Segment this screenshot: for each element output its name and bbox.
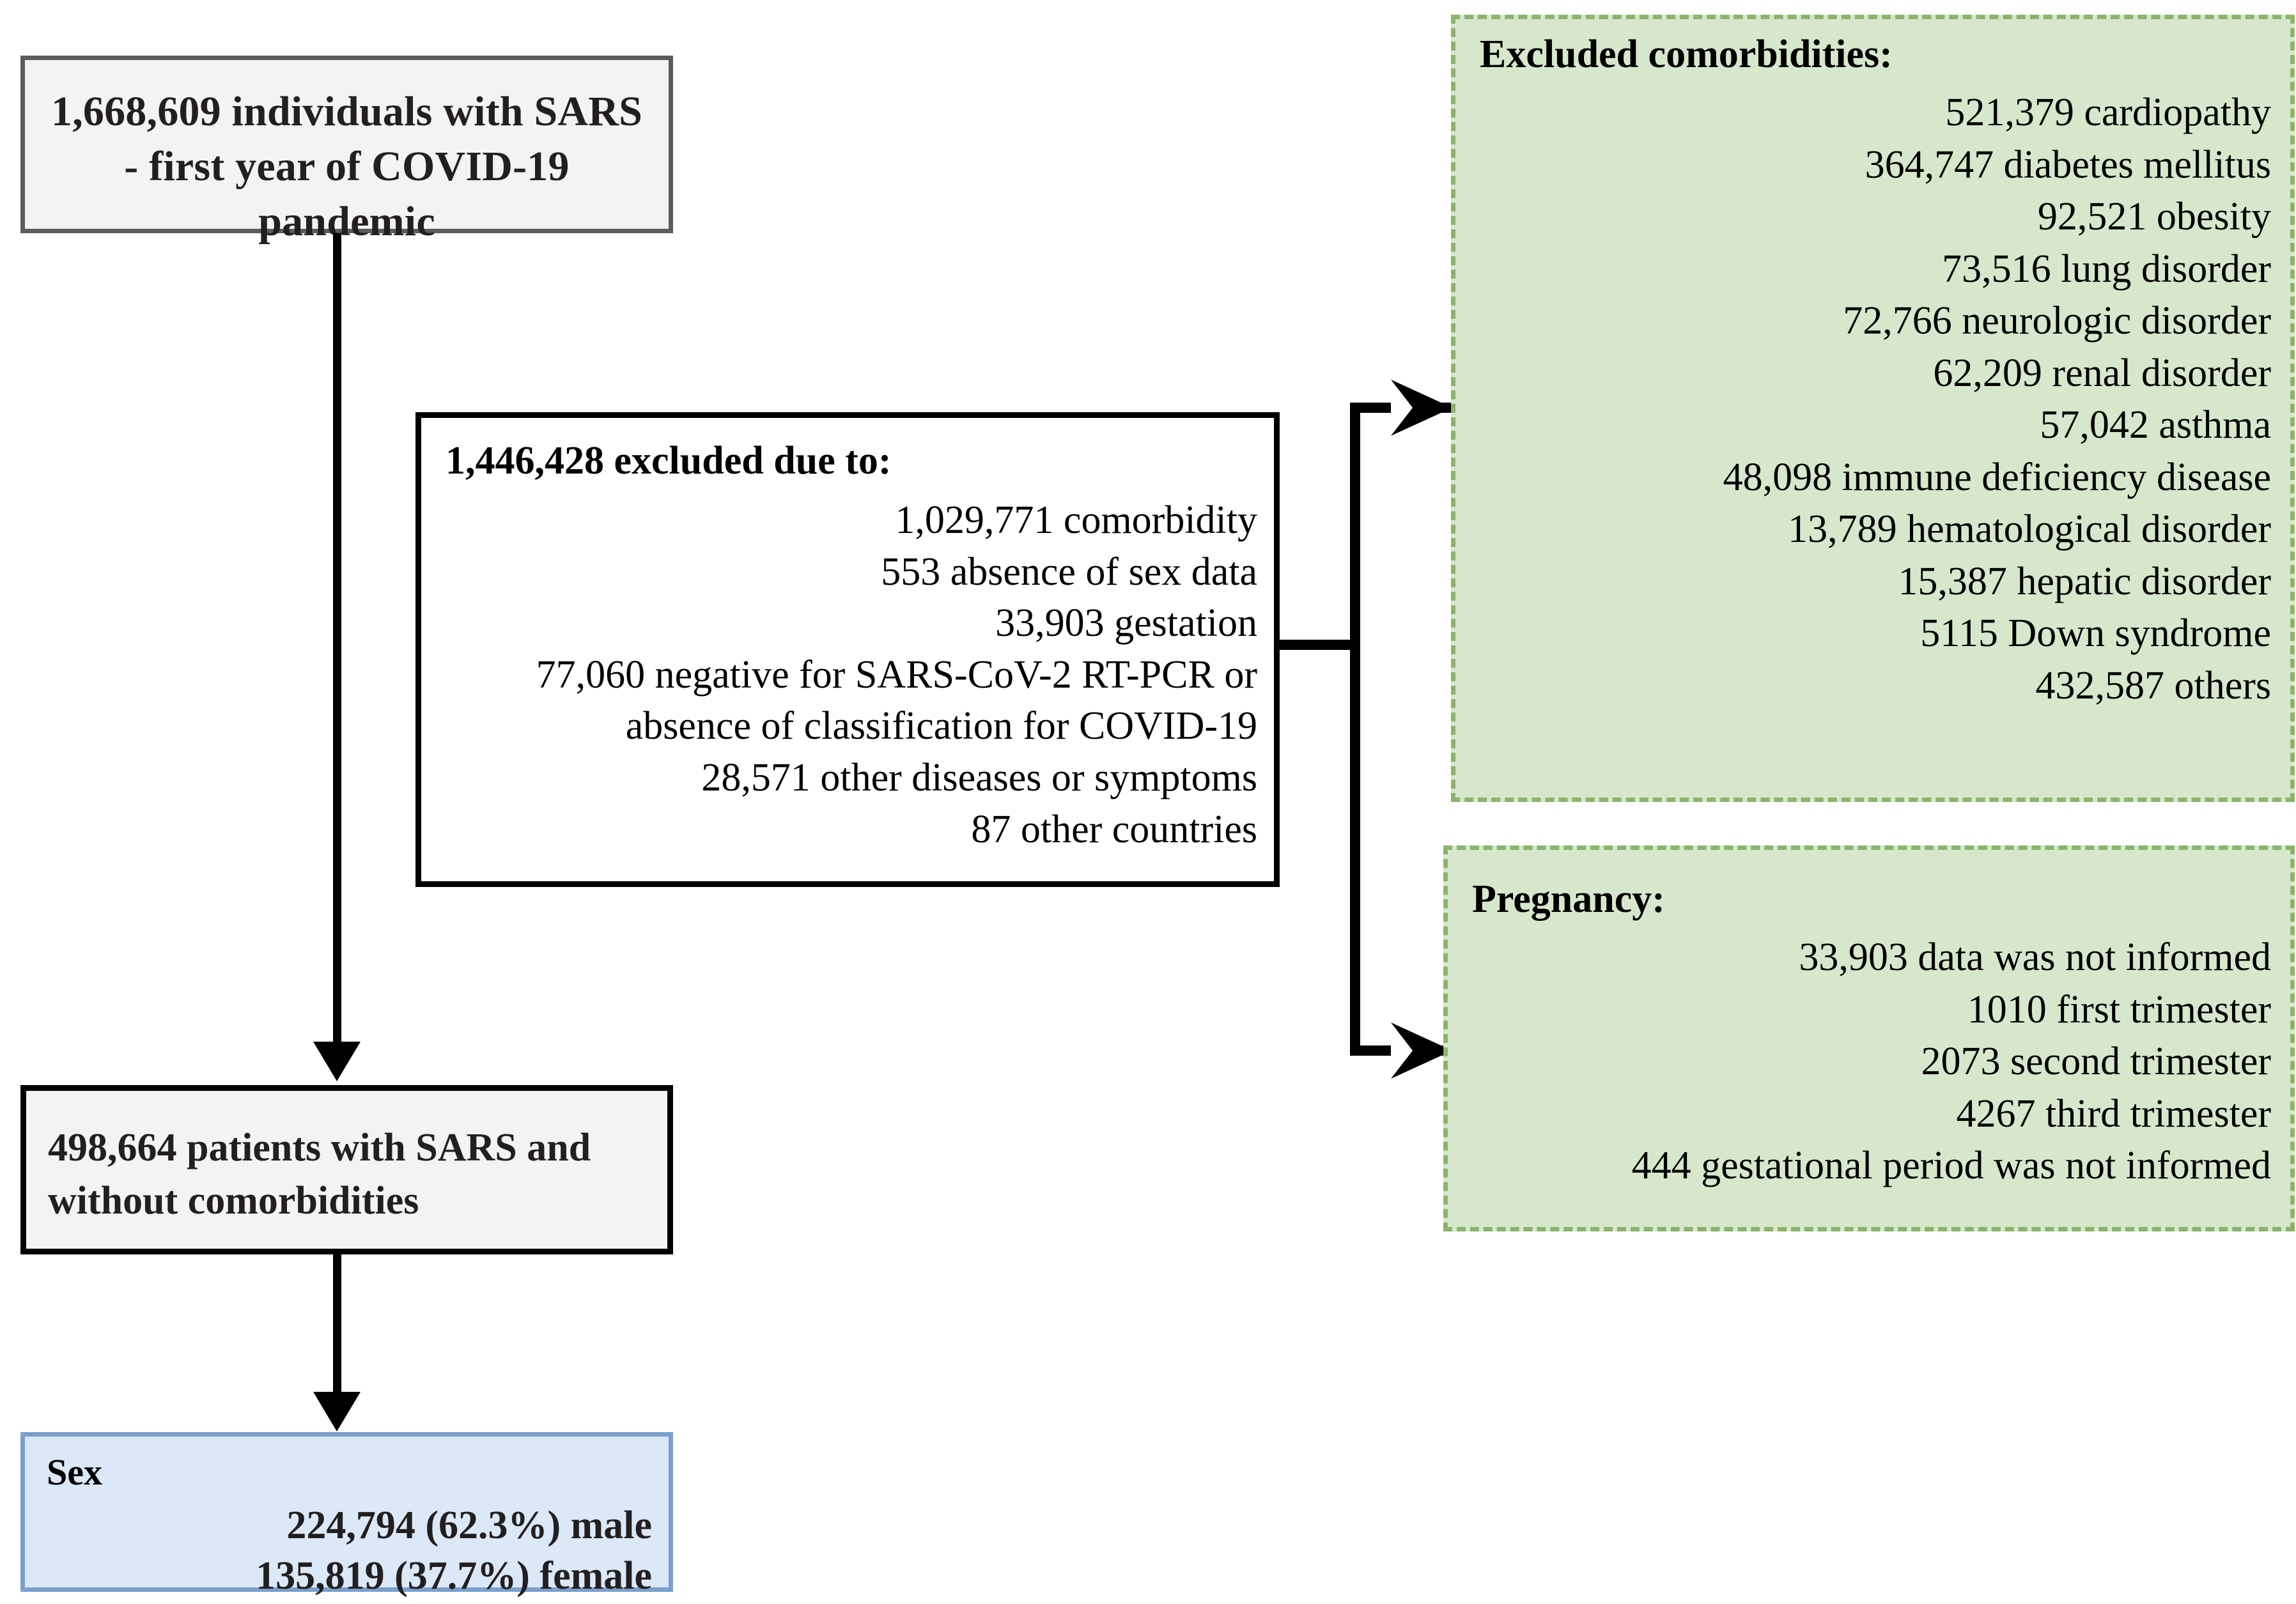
box-excluded-comorbidities: Excluded comorbidities: 521,379 cardiopa…	[1451, 15, 2295, 802]
list-item: 73,516 lung disorder	[1942, 247, 2271, 291]
connector-exclusion-spine	[1350, 403, 1360, 1056]
connector-source-to-included	[333, 233, 341, 1046]
box-exclusion-criteria: 1,446,428 excluded due to: 1,029,771 com…	[415, 412, 1280, 887]
list-item: 28,571 other diseases or symptoms	[701, 755, 1257, 799]
list-item: 224,794 (62.3%) male	[286, 1504, 652, 1547]
box-exclusion-header: 1,446,428 excluded due to:	[446, 439, 892, 482]
list-item: 5115 Down syndrome	[1920, 612, 2271, 656]
list-item: 521,379 cardiopathy	[1945, 91, 2271, 134]
box-sex-list: 224,794 (62.3%) male 135,819 (37.7%) fem…	[38, 1500, 652, 1602]
list-item: 1010 first trimester	[1967, 987, 2271, 1031]
arrowhead-to-pregnancy	[1391, 1022, 1452, 1079]
list-item: 553 absence of sex data	[881, 550, 1257, 594]
box-sex: Sex 224,794 (62.3%) male 135,819 (37.7%)…	[20, 1432, 673, 1598]
list-item: 4267 third trimester	[1956, 1091, 2271, 1136]
arrowhead-source-to-included	[313, 1042, 361, 1081]
list-item: 1,029,771 comorbidity	[895, 498, 1257, 542]
box-comorbidities-list: 521,379 cardiopathy 364,747 diabetes mel…	[1468, 87, 2271, 712]
list-item: 2073 second trimester	[1921, 1040, 2271, 1084]
box-pregnancy-list: 33,903 data was not informed 1010 first …	[1457, 932, 2271, 1192]
list-item: 15,387 hepatic disorder	[1898, 559, 2271, 603]
list-item: 57,042 asthma	[2040, 403, 2271, 447]
list-item: 92,521 obesity	[2037, 195, 2271, 239]
list-item: 77,060 negative for SARS-CoV-2 RT-PCR or	[536, 652, 1257, 697]
list-item: 33,903 data was not informed	[1799, 936, 2271, 979]
box-source-population-text: 1,668,609 individuals with SARS - first …	[51, 88, 642, 245]
arrowhead-to-comorbidities	[1391, 380, 1452, 436]
connector-exclusion-stub	[1280, 640, 1360, 650]
box-exclusion-list: 1,029,771 comorbidity 553 absence of sex…	[434, 495, 1257, 855]
list-item: 13,789 hematological disorder	[1788, 507, 2271, 551]
list-item: 432,587 others	[2035, 663, 2271, 707]
list-item: absence of classification for COVID-19	[625, 704, 1257, 748]
connector-included-to-sex	[333, 1254, 341, 1396]
arrowhead-included-to-sex	[313, 1392, 361, 1431]
list-item: 135,819 (37.7%) female	[256, 1554, 652, 1598]
box-included-patients: 498,664 patients with SARS and without c…	[20, 1085, 673, 1254]
box-pregnancy-header: Pregnancy:	[1472, 877, 1665, 921]
list-item: 62,209 renal disorder	[1933, 351, 2271, 395]
box-source-population: 1,668,609 individuals with SARS - first …	[20, 56, 673, 245]
list-item: 444 gestational period was not informed	[1631, 1144, 2271, 1188]
box-included-patients-text: 498,664 patients with SARS and without c…	[48, 1126, 591, 1223]
box-pregnancy: Pregnancy: 33,903 data was not informed …	[1443, 845, 2295, 1231]
list-item: 48,098 immune deficiency disease	[1723, 455, 2271, 499]
list-item: 72,766 neurologic disorder	[1843, 299, 2271, 343]
list-item: 33,903 gestation	[995, 601, 1257, 645]
box-comorbidities-header: Excluded comorbidities:	[1480, 33, 1893, 76]
list-item: 87 other countries	[971, 807, 1257, 851]
list-item: 364,747 diabetes mellitus	[1865, 143, 2271, 187]
box-sex-header: Sex	[47, 1451, 102, 1493]
